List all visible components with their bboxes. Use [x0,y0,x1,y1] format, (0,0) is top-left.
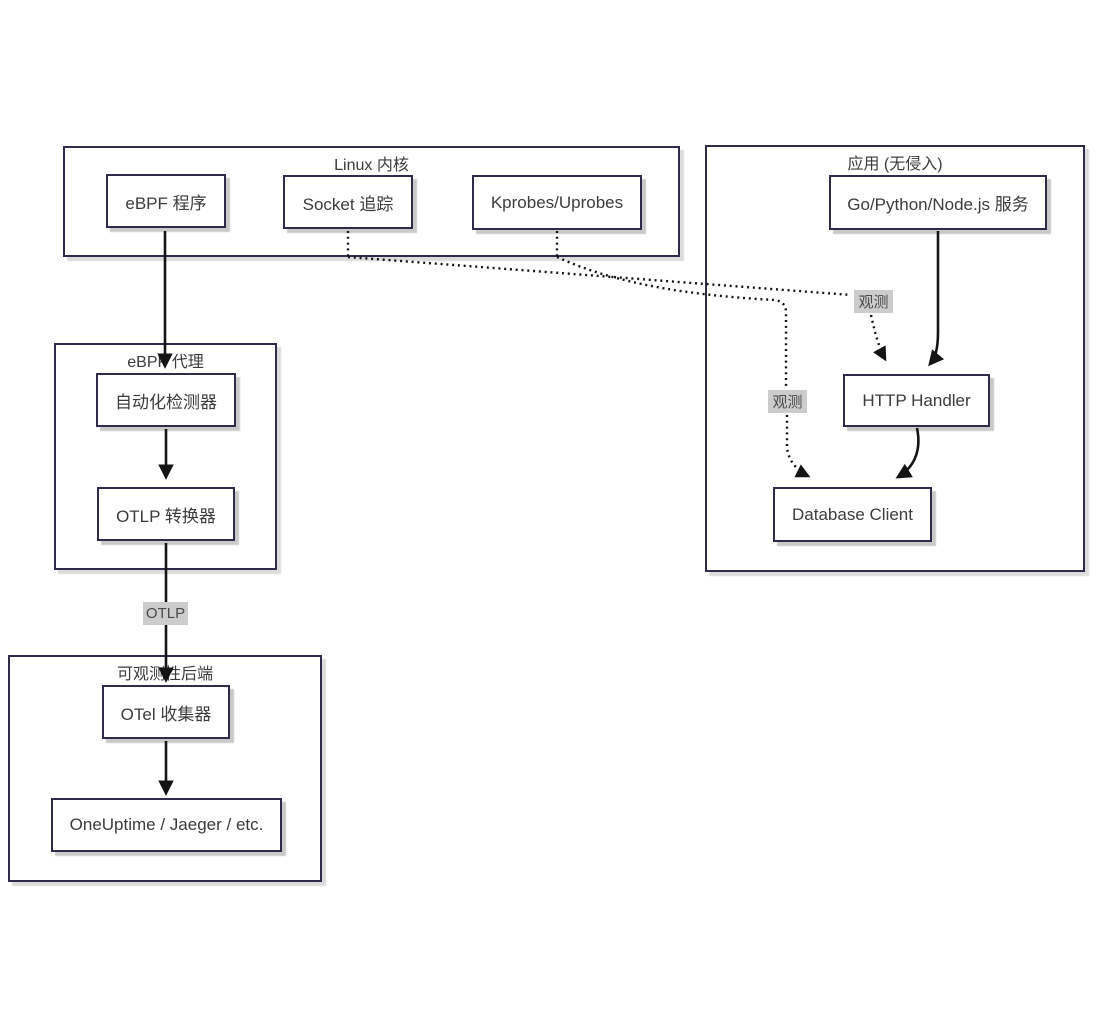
node-otlp-converter: OTLP 转换器 [97,487,235,541]
node-kprobes-uprobes: Kprobes/Uprobes [472,175,642,230]
edge-label-observe-db: 观测 [768,390,807,413]
node-ebpf-program: eBPF 程序 [106,174,226,228]
container-observability-backend-title: 可观测性后端 [116,666,213,683]
node-auto-instrumenter: 自动化检测器 [96,373,236,427]
edge-label-observe-http: 观测 [854,290,893,313]
node-go-service: Go/Python/Node.js 服务 [829,175,1047,230]
container-application-title: 应用 (无侵入) [847,156,943,173]
node-socket-tracing: Socket 追踪 [283,175,413,229]
node-database-client: Database Client [773,487,932,542]
container-linux-kernel-title: Linux 内核 [334,157,409,174]
node-otel-collector: OTel 收集器 [102,685,230,739]
container-ebpf-agent-title: eBPF 代理 [127,354,204,371]
node-http-handler: HTTP Handler [843,374,990,427]
node-backends: OneUptime / Jaeger / etc. [51,798,282,852]
edge-label-otlp: OTLP [143,602,188,625]
